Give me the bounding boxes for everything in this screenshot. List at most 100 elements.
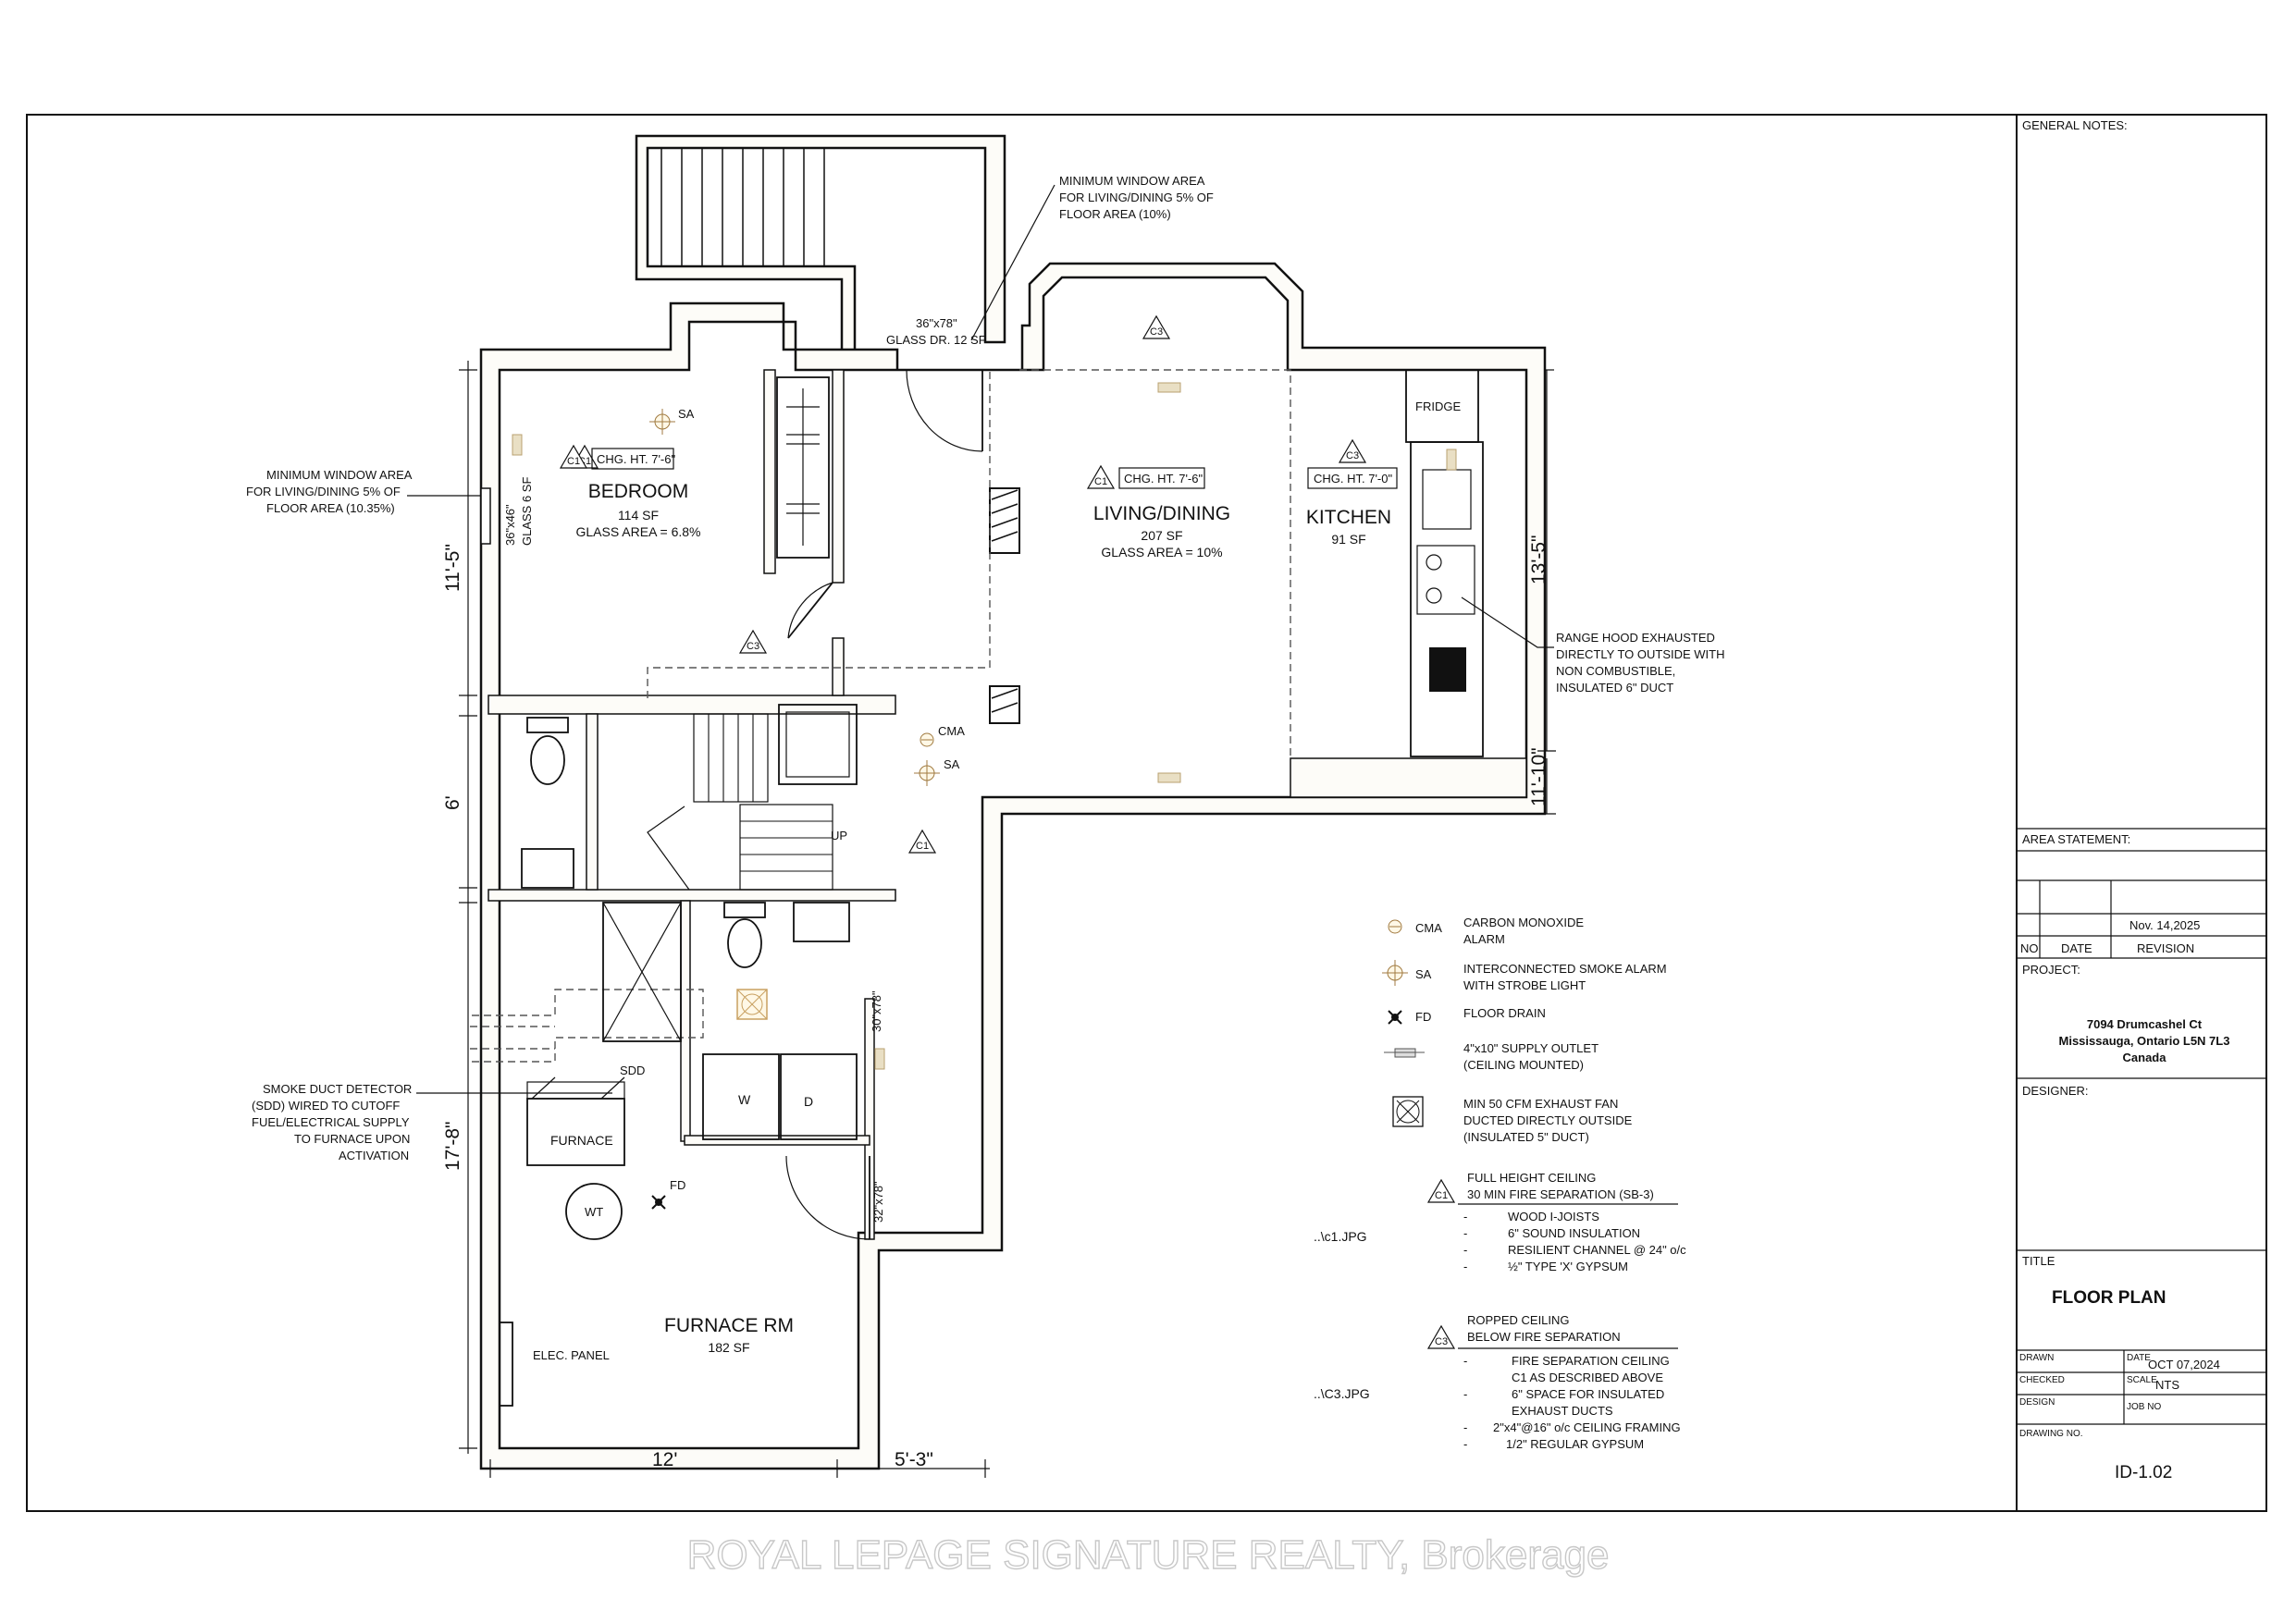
kitchen-ceiling-tag: C3 (1346, 450, 1359, 461)
dim-right-top: 13'-5" (1528, 535, 1549, 585)
ceiling-tag-c1 (907, 829, 937, 854)
legend-c3-item-1: FIRE SEPARATION CEILING (1512, 1354, 1670, 1368)
furnace-label: FURNACE (550, 1133, 613, 1148)
legend-c1-title-1: FULL HEIGHT CEILING (1467, 1171, 1596, 1185)
floor-drain-icon (651, 1195, 666, 1210)
elec-panel-label: ELEC. PANEL (533, 1348, 610, 1362)
title-block: GENERAL NOTES: AREA STATEMENT: Nov. 14,2… (2017, 118, 2266, 1482)
dim-left-mid: 6' (442, 795, 463, 810)
door-32-size: 32"x78" (871, 1181, 885, 1223)
room-labels: C1 CHG. HT. 7'-6" BEDROOM 114 SF GLASS A… (559, 438, 1398, 1355)
svg-text:-: - (1463, 1260, 1467, 1273)
sa-label-hall: SA (944, 757, 960, 771)
designer-label: DESIGNER: (2022, 1084, 2089, 1098)
callout-window-bedroom-1: MINIMUM WINDOW AREA (266, 468, 413, 482)
scale-label: SCALE (2127, 1375, 2157, 1385)
washer-label: W (738, 1092, 751, 1107)
legend-cma-code: CMA (1415, 921, 1442, 935)
supply-outlet-icon (1446, 449, 1457, 471)
water-tank (565, 1183, 623, 1240)
glass-door-size: 36"x78" (916, 316, 957, 330)
kitchen-area: 91 SF (1331, 532, 1365, 547)
project-line-1: 7094 Drumcashel Ct (2087, 1017, 2203, 1031)
exhaust-fan-icon (736, 989, 768, 1020)
drawing-number: ID-1.02 (2115, 1463, 2172, 1482)
glass-door-area: GLASS DR. 12 SF (886, 333, 986, 347)
co-alarm-icon (920, 732, 934, 747)
dim-bottom-right: 5'-3" (895, 1449, 933, 1470)
ceiling-tag-c1-text: C1 (916, 841, 929, 852)
fridge-label: FRIDGE (1415, 400, 1461, 413)
area-statement-label: AREA STATEMENT: (2022, 832, 2130, 846)
toilet (723, 902, 766, 968)
callout-window-living-2: FOR LIVING/DINING 5% OF (1059, 191, 1214, 204)
legend-c1-item-4: ½" TYPE 'X' GYPSUM (1508, 1260, 1628, 1273)
supply-outlet-icon (512, 434, 523, 456)
rev-no-label: NO (2020, 941, 2039, 955)
living-name: LIVING/DINING (1093, 503, 1230, 524)
legend-c3-item-2: C1 AS DESCRIBED ABOVE (1512, 1371, 1663, 1384)
dim-right-bottom: 11'-10" (1528, 747, 1549, 806)
sdd-label: SDD (620, 1064, 645, 1077)
bedroom-name: BEDROOM (588, 481, 689, 502)
callout-smoke-duct-2: (SDD) WIRED TO CUTOFF (252, 1099, 400, 1113)
callout-smoke-duct-5: ACTIVATION (339, 1149, 409, 1162)
fixtures: W D FURNACE SDD WT FD ELEC. PANEL FRIDGE (499, 314, 1484, 1407)
callout-window-bedroom-2: FOR LIVING/DINING 5% OF (246, 485, 401, 498)
legend-c3-item-4: EXHAUST DUCTS (1512, 1404, 1613, 1418)
legend-sa-line-2: WITH STROBE LIGHT (1463, 978, 1586, 992)
bedroom-ceiling-tag: C1 (567, 456, 580, 467)
bath-sink (521, 848, 574, 889)
ceiling-tag-c3 (1142, 314, 1171, 339)
dim-left-bottom: 17'-8" (442, 1122, 463, 1172)
legend: CMA CARBON MONOXIDE ALARM SA INTERCONNEC… (1314, 916, 1686, 1451)
callout-smoke-duct-1: SMOKE DUCT DETECTOR (263, 1082, 412, 1096)
bedroom-area: 114 SF (618, 508, 659, 523)
legend-cma-line-2: ALARM (1463, 932, 1505, 946)
electrical-panel (499, 1322, 513, 1407)
title-label: TITLE (2022, 1254, 2055, 1268)
water-tank-label: WT (585, 1205, 603, 1219)
revision-date: Nov. 14,2025 (2129, 918, 2200, 932)
bedroom-window-size: 36"x46" (503, 504, 517, 546)
kitchen-counter (1410, 441, 1484, 757)
callout-window-bedroom-3: FLOOR AREA (10.35%) (266, 501, 395, 515)
furnace-room-area: 182 SF (708, 1340, 749, 1355)
project-line-3: Canada (2123, 1051, 2167, 1064)
dim-bottom-left: 12' (652, 1449, 677, 1470)
dim-left-top: 11'-5" (442, 544, 463, 592)
svg-text:-: - (1463, 1387, 1467, 1401)
floor-drain-icon (1388, 1010, 1402, 1025)
dimensions: 11'-5" 6' 17'-8" 13'-5" 11'-10" 12' 5'-3… (442, 361, 1556, 1478)
bedroom-ceiling-height: CHG. HT. 7'-6" (597, 452, 675, 466)
general-notes-label: GENERAL NOTES: (2022, 118, 2128, 132)
exhaust-fan-icon (1392, 1096, 1424, 1127)
opening-labels: 36"x46" GLASS 6 SF 36"x78" GLASS DR. 12 … (480, 316, 986, 1223)
watermark-text: ROYAL LEPAGE SIGNATURE REALTY, Brokerage (687, 1532, 1610, 1578)
supply-outlet-icon (874, 1048, 885, 1070)
floor-drain-label: FD (670, 1178, 685, 1192)
kitchen-name: KITCHEN (1306, 507, 1391, 528)
dryer-label: D (804, 1094, 813, 1109)
callout-smoke-duct-4: TO FURNACE UPON (294, 1132, 410, 1146)
legend-supply-line-2: (CEILING MOUNTED) (1463, 1058, 1584, 1072)
vanity-sink (793, 902, 850, 942)
smoke-alarm-icon (649, 409, 675, 435)
drawing-no-label: DRAWING NO. (2019, 1429, 2083, 1439)
legend-c3-item-6: 1/2" REGULAR GYPSUM (1506, 1437, 1644, 1451)
legend-c3-tag: C3 (1435, 1336, 1448, 1347)
callout-range-hood-2: DIRECTLY TO OUTSIDE WITH (1556, 647, 1725, 661)
ceiling-tag-c3-text: C3 (747, 641, 759, 652)
bedroom-window-glass: GLASS 6 SF (520, 477, 534, 546)
supply-outlet-icon (1157, 772, 1181, 783)
living-glass: GLASS AREA = 10% (1101, 545, 1222, 559)
ceiling-tag-c3-text: C3 (1150, 326, 1163, 338)
legend-fd-code: FD (1415, 1010, 1431, 1024)
legend-fan-line-2: DUCTED DIRECTLY OUTSIDE (1463, 1113, 1633, 1127)
walls (470, 134, 1547, 1470)
callout-window-living-3: FLOOR AREA (10%) (1059, 207, 1171, 221)
callouts: MINIMUM WINDOW AREA FOR LIVING/DINING 5%… (246, 174, 1725, 1162)
legend-supply-line-1: 4"x10" SUPPLY OUTLET (1463, 1041, 1599, 1055)
furnace (526, 1098, 625, 1166)
